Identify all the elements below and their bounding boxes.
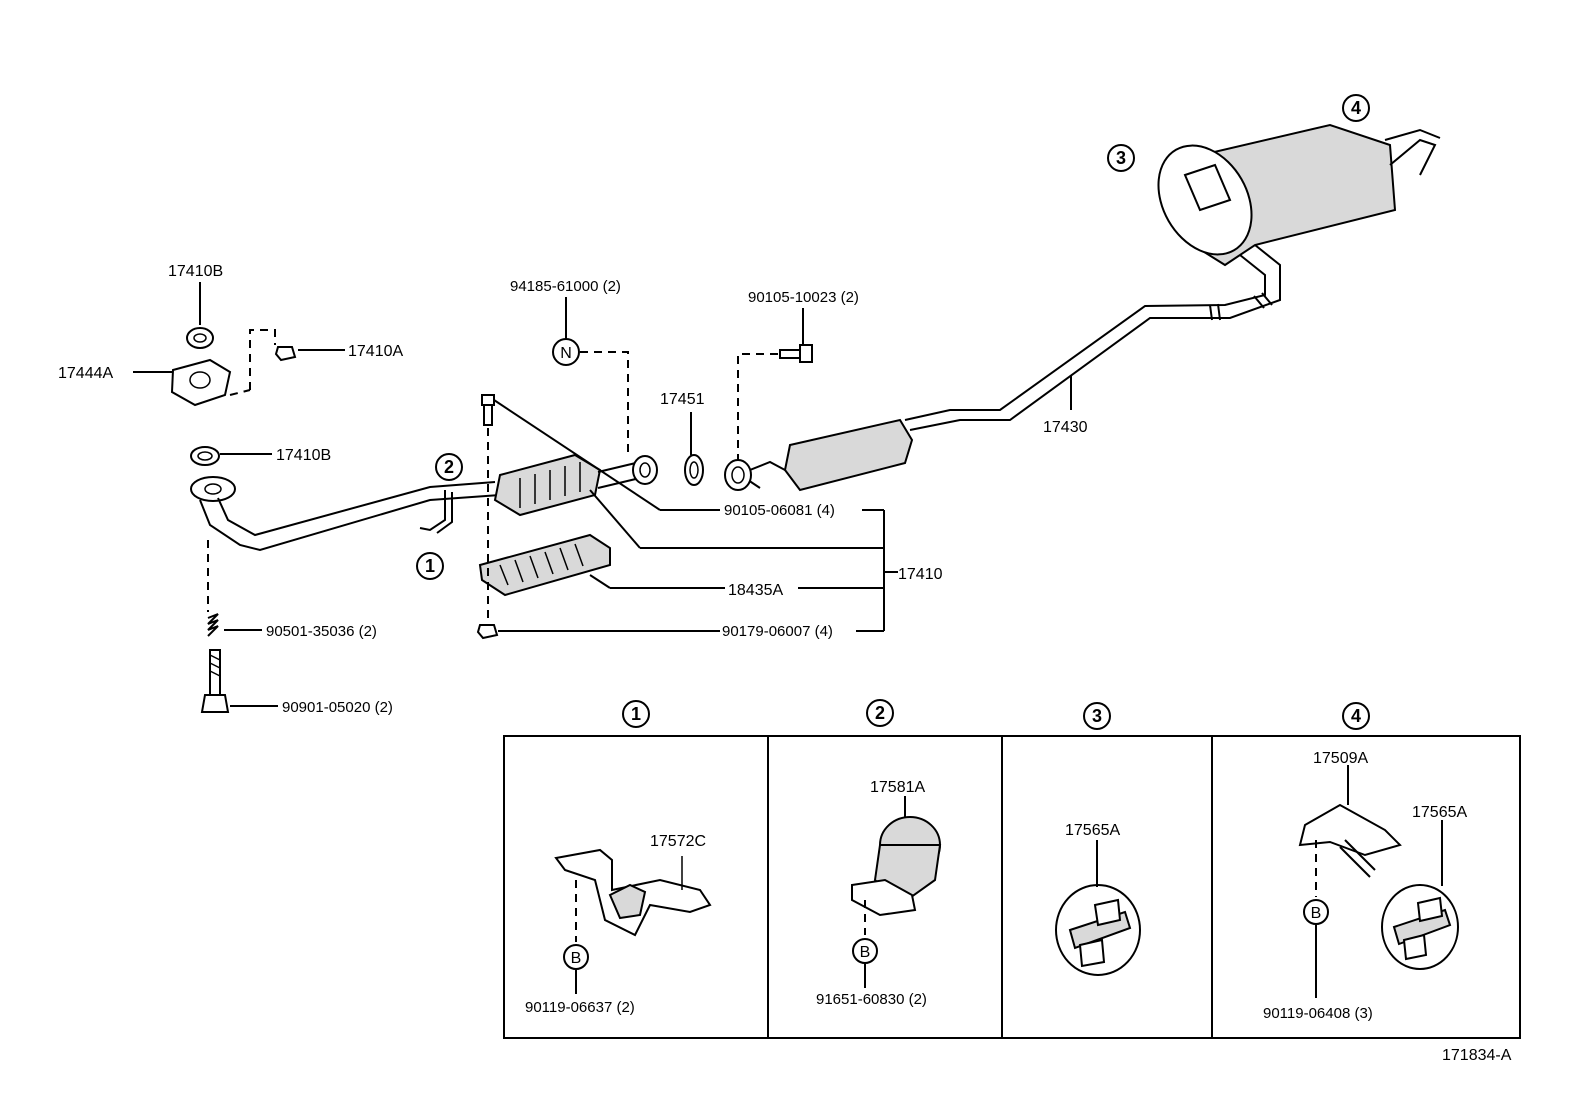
label-18435A: 18435A	[728, 582, 783, 599]
leader-lines	[133, 282, 1072, 707]
label-17565A-panel4: 17565A	[1412, 804, 1467, 821]
label-17509A: 17509A	[1313, 750, 1368, 767]
callout-label: B	[1311, 905, 1322, 922]
panel-3-number: 3	[1083, 702, 1111, 730]
nut-17410A	[274, 346, 297, 362]
label-90901: 90901-05020 (2)	[282, 699, 393, 716]
panel-2-insulator: B 17581A 91651-60830 (2)	[816, 779, 942, 1008]
panel-1-number: 1	[622, 700, 650, 728]
callout-4: 4	[1342, 94, 1370, 122]
label-90105-06081: 90105-06081 (4)	[724, 502, 835, 519]
label-17410B-top: 17410B	[168, 263, 223, 280]
label-91651-60830: 91651-60830 (2)	[816, 991, 927, 1008]
callout-label: 1	[631, 704, 641, 724]
panel-4-bracket: B 17509A 17565A 90119-06408 (3)	[1263, 750, 1467, 1022]
gasket-17410B-top	[186, 327, 214, 349]
label-17581A: 17581A	[870, 779, 925, 796]
bolt-90105-10023	[779, 344, 813, 363]
callout-label: 3	[1092, 706, 1102, 726]
label-17410: 17410	[898, 566, 943, 583]
callout-label: B	[571, 950, 582, 967]
callout-label: 2	[444, 457, 454, 477]
label-94185: 94185-61000 (2)	[510, 278, 621, 295]
bolt-90105-06081	[481, 394, 495, 426]
callout-label: 4	[1351, 98, 1361, 118]
gasket-17410B-mid	[190, 446, 220, 466]
label-90105-10023: 90105-10023 (2)	[748, 289, 859, 306]
stud-bolts	[200, 613, 230, 713]
muffler-17430	[724, 123, 1441, 492]
label-17410A: 17410A	[348, 343, 403, 360]
label-90179: 90179-06007 (4)	[722, 623, 833, 640]
label-90119-06408: 90119-06408 (3)	[1263, 1005, 1373, 1022]
label-90501: 90501-35036 (2)	[266, 623, 377, 640]
front-pipe-17410	[190, 453, 658, 552]
label-17565A-panel3: 17565A	[1065, 822, 1120, 839]
flange-17444A	[170, 358, 232, 407]
diagram-id: 171834-A	[1442, 1047, 1512, 1064]
label-17572C: 17572C	[650, 833, 706, 850]
label-17451: 17451	[660, 391, 705, 408]
label-90119-06637: 90119-06637 (2)	[525, 999, 635, 1016]
callout-label: B	[860, 944, 871, 961]
callout-label: N	[560, 345, 572, 362]
callout-label: 3	[1116, 148, 1126, 168]
label-17430: 17430	[1043, 419, 1088, 436]
nut-90179-06007	[476, 624, 499, 640]
callout-n: N	[552, 338, 580, 366]
panel-3-hanger: 17565A	[1055, 822, 1141, 976]
detail-panels-frame	[503, 735, 1521, 1039]
callout-label: 1	[425, 556, 435, 576]
label-17444A: 17444A	[58, 365, 113, 382]
callout-3: 3	[1107, 144, 1135, 172]
label-17410B-mid: 17410B	[276, 447, 331, 464]
callout-label: 2	[875, 703, 885, 723]
callout-label: 4	[1351, 706, 1361, 726]
callout-2: 2	[435, 453, 463, 481]
gasket-17451	[684, 454, 704, 486]
panel-1-bracket: B 17572C 90119-06637 (2)	[525, 833, 712, 1016]
panel-4-number: 4	[1342, 702, 1370, 730]
heat-shield-18435A	[478, 533, 611, 597]
panel-2-number: 2	[866, 699, 894, 727]
callout-1: 1	[416, 552, 444, 580]
